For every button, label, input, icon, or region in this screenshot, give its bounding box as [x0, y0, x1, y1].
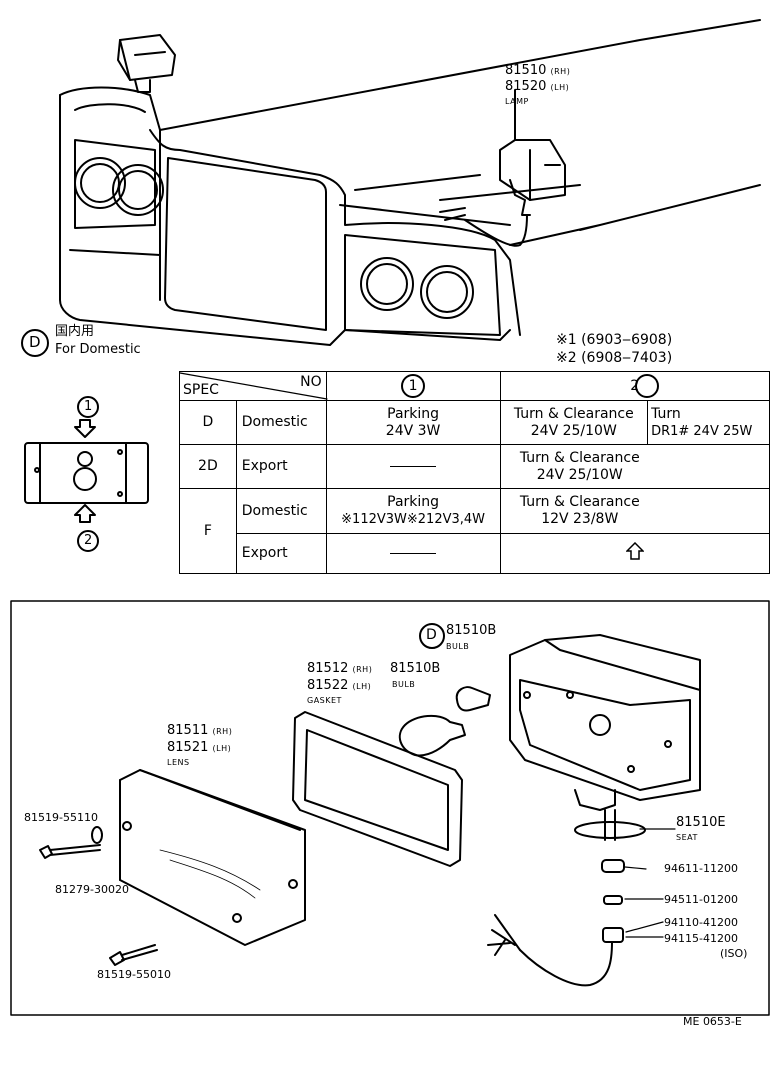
cell-line: Turn — [651, 405, 681, 422]
lens-lh-number: 81521 (LH) — [167, 741, 231, 756]
cell-2d-export-1 — [325, 444, 501, 489]
part-number: 81510 — [505, 63, 547, 78]
callout-lamp-lh-number: 81520 (LH) — [505, 80, 569, 95]
cell-line: Parking — [387, 494, 440, 510]
domestic-en-label: For Domestic — [55, 342, 141, 357]
cell-f-export-1 — [325, 533, 501, 574]
part-number: 81512 — [307, 661, 349, 676]
same-as-above-arrow-icon — [624, 541, 645, 560]
row-d-label: D — [179, 400, 237, 445]
part-number: 81520 — [505, 79, 547, 94]
screw-top-number: 81519-55110 — [24, 811, 98, 824]
col1-number: 1 — [408, 377, 418, 394]
seat-number: 81510E — [676, 815, 726, 830]
col2-number: 2 — [630, 377, 640, 394]
bulb-top-name: BULB — [446, 642, 470, 651]
dash — [390, 465, 437, 467]
cell-d-domestic-1: Parking 24V 3W — [325, 400, 501, 445]
domestic-circle — [21, 329, 49, 357]
cell-d-domestic-2: Turn & Clearance 24V 25/10W — [499, 400, 649, 445]
domestic-jp-label: 国内用 — [55, 324, 95, 339]
gasket-rh-number: 81512 (RH) — [307, 662, 372, 677]
cab-front-drawing — [59, 19, 761, 346]
lens-name: LENS — [167, 758, 190, 767]
spec-table: SPEC NO 1 2 D Domestic Parking 24V 3W Tu… — [179, 371, 770, 574]
cell-line: ※112V3W※212V3,4W — [341, 512, 486, 527]
cell-line: Turn & Clearance — [513, 405, 634, 422]
col2-header: 2 — [499, 371, 770, 401]
rh-tag: (RH) — [550, 67, 571, 76]
row-f-domestic: Domestic — [235, 488, 327, 534]
row-2d-label: 2D — [179, 444, 237, 489]
note-1: ※1 (6903‒6908) — [556, 332, 673, 348]
housing-drawing — [509, 634, 701, 811]
cell-line: 24V 3W — [385, 422, 441, 439]
cell-line: Parking — [387, 405, 440, 422]
part-94110: 94110-41200 — [664, 916, 738, 929]
spec-header-no: NO — [300, 374, 322, 390]
lens-rh-number: 81511 (RH) — [167, 724, 232, 739]
washer-number: 81279-30020 — [55, 883, 129, 896]
part-94611: 94611-11200 — [664, 862, 738, 875]
note-2: ※2 (6908‒7403) — [556, 350, 673, 366]
bulbs-drawing — [398, 686, 491, 757]
part-number: 81521 — [167, 740, 209, 755]
callout-lamp-name: LAMP — [505, 97, 529, 106]
col1-header: 1 — [325, 371, 501, 401]
cell-line: 12V 23/8W — [541, 511, 619, 527]
domestic-letter: D — [29, 333, 41, 351]
row-f-export: Export — [235, 533, 327, 574]
gasket-lh-number: 81522 (LH) — [307, 679, 371, 694]
cell-2d-export-2: Turn & Clearance 24V 25/10W — [499, 444, 770, 489]
bulb-top-letter: D — [426, 627, 437, 643]
cell-f-export-2 — [499, 533, 770, 574]
gasket-drawing — [292, 711, 463, 867]
seat-name: SEAT — [676, 833, 698, 842]
bulb-pos-1: 1 — [84, 399, 93, 414]
cell-line: Turn & Clearance — [519, 494, 640, 510]
part-94511: 94511-01200 — [664, 893, 738, 906]
screw-bottom-number: 81519-55010 — [97, 968, 171, 981]
part-number: 81522 — [307, 678, 349, 693]
row-2d-export: Export — [235, 444, 327, 489]
gasket-name: GASKET — [307, 696, 342, 705]
cell-line: Turn & Clearance — [519, 449, 640, 466]
spec-header-cell: SPEC NO — [179, 371, 327, 401]
bulb-position-diagram — [24, 396, 149, 552]
cell-d-domestic-3: Turn DR1# 24V 25W — [647, 400, 770, 445]
drawing-code: ME 0653-E — [683, 1015, 742, 1028]
row-d-domestic: Domestic — [235, 400, 327, 445]
bulb-pos-2: 2 — [84, 533, 93, 548]
lh-tag: (LH) — [352, 682, 372, 691]
cell-f-domestic-1: Parking ※112V3W※212V3,4W — [325, 488, 501, 534]
cell-f-domestic-2: Turn & Clearance 12V 23/8W — [499, 488, 770, 534]
part-number: 81511 — [167, 723, 209, 738]
bulb-mid-name: BULB — [392, 680, 416, 689]
part-94115: 94115-41200 — [664, 932, 738, 945]
callout-lamp-rh-number: 81510 (RH) — [505, 64, 570, 79]
lh-tag: (LH) — [550, 83, 570, 92]
part-94115-note: (ISO) — [720, 947, 748, 960]
cell-line: 24V 25/10W — [536, 466, 623, 483]
rh-tag: (RH) — [352, 665, 373, 674]
bulb-mid-number: 81510B — [390, 661, 441, 676]
lh-tag: (LH) — [212, 744, 232, 753]
rh-tag: (RH) — [212, 727, 233, 736]
row-f-label: F — [179, 488, 237, 574]
dash — [390, 552, 437, 554]
cell-line: 24V 25/10W — [530, 422, 617, 439]
cell-line: DR1# 24V 25W — [651, 423, 753, 439]
bulb-top-number: 81510B — [446, 623, 497, 638]
lens-drawing — [119, 769, 306, 946]
spec-header-spec: SPEC — [183, 382, 219, 398]
